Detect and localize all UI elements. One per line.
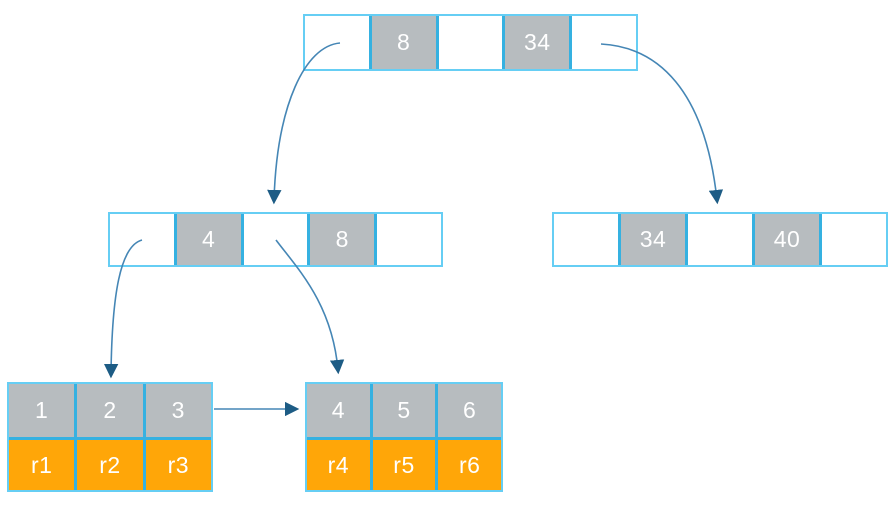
leaf-record-row: r1 r2 r3 [9,437,211,490]
leaf-record-row: r4 r5 r6 [307,437,502,490]
key-cell: 8 [307,214,375,265]
record-cell: r1 [9,437,75,490]
root-node: 8 34 [303,14,638,71]
leaf-key-row: 4 5 6 [307,384,502,437]
record-cell: r4 [307,437,370,490]
pointer-cell [110,214,174,265]
record-cell: r3 [142,437,211,490]
key-cell: 8 [368,16,436,69]
record-cell: r5 [369,437,436,490]
record-cell: r2 [74,437,143,490]
key-cell: 2 [74,384,143,437]
key-cell: 3 [142,384,211,437]
pointer-cell [569,16,636,69]
pointer-cell [305,16,369,69]
pointer-cell [819,214,886,265]
key-cell: 5 [369,384,436,437]
pointer-cell [685,214,752,265]
key-cell: 34 [502,16,570,69]
key-cell: 4 [307,384,370,437]
leaf-node-left: 1 2 3 r1 r2 r3 [7,382,213,492]
key-cell: 1 [9,384,75,437]
internal-node-right: 34 40 [552,212,888,267]
leaf-node-right: 4 5 6 r4 r5 r6 [305,382,503,492]
key-cell: 34 [618,214,685,265]
pointer-cell [240,214,308,265]
pointer-cell [554,214,618,265]
key-cell: 40 [752,214,819,265]
pointer-cell [435,16,503,69]
leaf-key-row: 1 2 3 [9,384,211,437]
key-cell: 6 [435,384,502,437]
pointer-cell [374,214,441,265]
record-cell: r6 [435,437,502,490]
internal-node-left: 4 8 [108,212,443,267]
key-cell: 4 [173,214,241,265]
